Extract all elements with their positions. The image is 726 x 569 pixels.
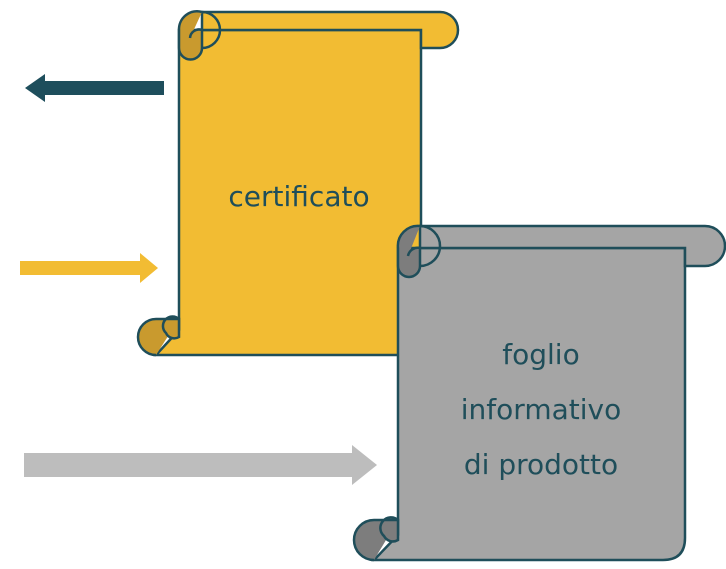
product-sheet-scroll-top-edge	[419, 224, 442, 268]
product-sheet-label-line1: foglio	[502, 338, 579, 371]
product-sheet-label-line3: di prodotto	[464, 448, 618, 481]
certificate-scroll-bottom-curl	[136, 315, 181, 357]
outgoing-arrow	[25, 74, 164, 102]
product-sheet-scroll-top-roll	[418, 224, 726, 268]
incoming-arrow-yellow-head	[140, 253, 158, 283]
incoming-arrow-gray	[24, 445, 377, 485]
certificate-scroll-top-curl	[177, 10, 204, 61]
incoming-arrow-gray-head	[352, 445, 377, 485]
certificate-scroll-top-edge	[201, 10, 222, 50]
product-sheet-scroll-body	[371, 246, 687, 562]
certificate-label: certificato	[228, 180, 369, 213]
certificate-scroll: certificato	[136, 10, 460, 357]
outgoing-arrow-head	[25, 74, 45, 102]
certificate-scroll-top-roll	[200, 10, 460, 50]
incoming-arrow-yellow-shaft	[20, 261, 142, 275]
product-sheet-scroll: foglio informativo di prodotto	[352, 224, 726, 562]
incoming-arrow-yellow	[20, 253, 158, 283]
product-sheet-scroll-bottom-curl	[352, 516, 400, 562]
outgoing-arrow-shaft	[42, 81, 164, 95]
product-sheet-label-line2: informativo	[461, 393, 621, 426]
product-sheet-scroll-top-curl	[396, 224, 422, 279]
incoming-arrow-gray-shaft	[24, 453, 354, 477]
